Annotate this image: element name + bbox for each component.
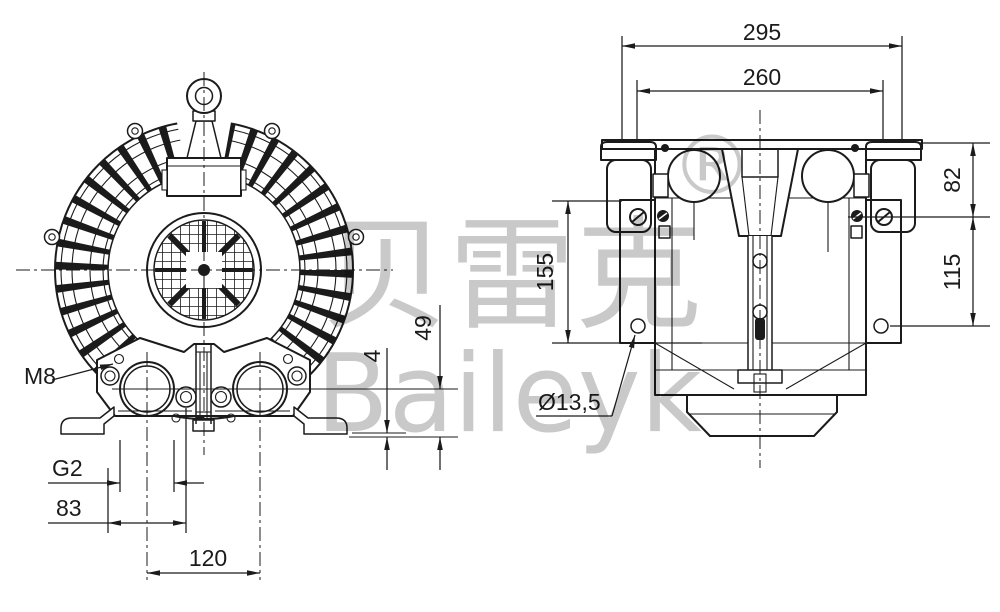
- left-muffler: [600, 141, 669, 233]
- dim-label-port-center-height: 49: [410, 315, 436, 341]
- fasteners: [629, 208, 893, 334]
- motor-end-bell: [686, 394, 838, 437]
- dimension-annotations: 295 260 82 115 155 Ø13,5 4 49 M8: [24, 19, 990, 576]
- mounting-hole-left: [630, 318, 646, 334]
- mounting-ears: [43, 122, 365, 246]
- dim-label-port-thread: G2: [52, 455, 83, 481]
- flange-bolt-holes: [100, 353, 307, 423]
- dim-label-inner-width: 260: [743, 64, 781, 90]
- mounting-hole-right: [873, 318, 889, 334]
- dim-label-overall-width: 295: [743, 19, 781, 45]
- right-port-dome: [801, 149, 855, 203]
- dim-label-eye-thread: M8: [24, 363, 56, 389]
- watermark-chinese: 贝雷克: [322, 205, 702, 347]
- left-foot: [60, 406, 115, 435]
- front-view: [16, 72, 458, 580]
- dim-label-foot-thickness: 4: [359, 349, 385, 362]
- watermark-registered-icon: ®: [671, 119, 753, 214]
- dim-label-bolt-spacing: 83: [56, 495, 82, 521]
- right-foot: [293, 406, 348, 435]
- dim-label-body-height: 155: [532, 253, 558, 291]
- watermark-latin: Baileyk: [316, 332, 702, 457]
- watermark: 贝雷克 Baileyk ®: [316, 119, 753, 457]
- side-view: [600, 110, 923, 468]
- front-view-centerlines: [16, 72, 458, 580]
- dim-label-side-height: 115: [939, 254, 965, 291]
- dim-label-port-spacing: 120: [189, 545, 227, 571]
- dim-label-hole-diameter: Ø13,5: [538, 389, 601, 415]
- right-muffler: [851, 141, 922, 233]
- dim-label-top-height: 82: [939, 167, 965, 193]
